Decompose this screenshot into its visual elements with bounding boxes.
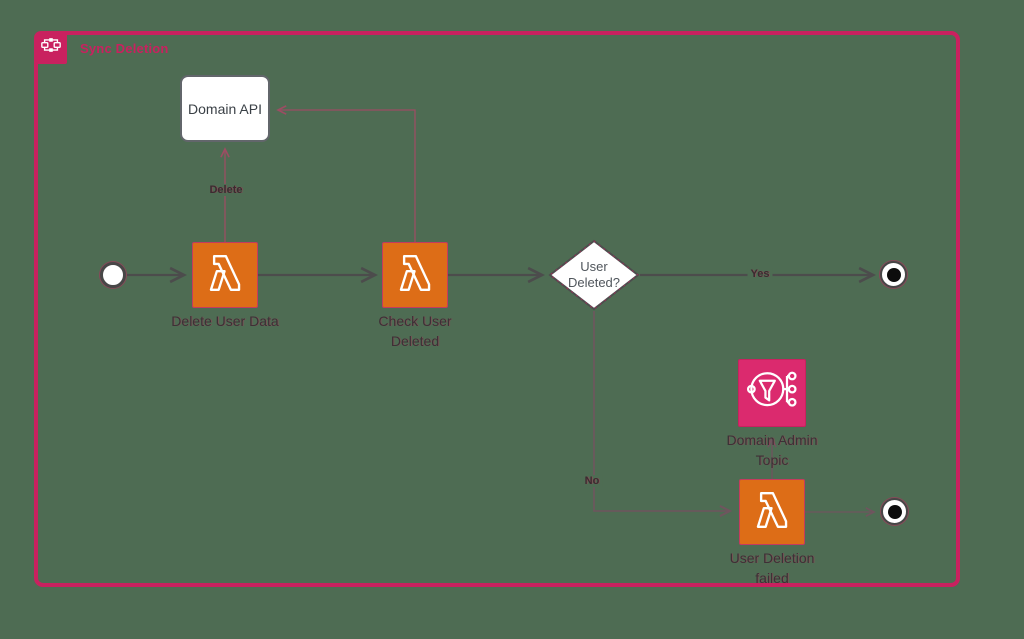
lambda-icon <box>196 244 254 307</box>
step-functions-icon <box>40 34 62 61</box>
state-machine-badge[interactable] <box>34 31 67 64</box>
delete-user-data-node[interactable] <box>192 242 258 308</box>
domain-api-node[interactable]: Domain API <box>180 75 270 142</box>
check-user-deleted-label: Check User Deleted <box>378 313 452 350</box>
edge-label-no: No <box>581 475 603 487</box>
check-user-deleted-node[interactable] <box>382 242 448 308</box>
domain-admin-topic-node[interactable] <box>738 359 806 427</box>
start-state-circle[interactable] <box>100 262 126 288</box>
sns-topic-icon <box>742 361 802 426</box>
user-deleted-choice-node[interactable]: User Deleted? <box>548 239 640 311</box>
edge-label-yes: Yes <box>747 268 773 280</box>
lambda-icon <box>386 244 444 307</box>
edge-label-delete: Delete <box>206 184 246 196</box>
state-machine-group-border <box>34 31 960 587</box>
end-state-failure-circle[interactable] <box>881 498 908 525</box>
lambda-icon <box>743 481 801 544</box>
state-machine-title: Sync Deletion <box>80 41 169 56</box>
user-deletion-failed-label: User Deletion failed <box>729 550 815 587</box>
end-state-core <box>887 504 902 519</box>
user-deleted-choice-label: User Deleted? <box>567 258 621 290</box>
domain-admin-topic-label: Domain Admin Topic <box>726 432 818 469</box>
delete-user-data-label: Delete User Data <box>171 313 279 329</box>
end-state-success-circle[interactable] <box>880 261 907 288</box>
end-state-core <box>886 267 901 282</box>
user-deletion-failed-node[interactable] <box>739 479 805 545</box>
decision-diamond-shape <box>548 239 640 311</box>
domain-api-label: Domain API <box>188 100 262 117</box>
